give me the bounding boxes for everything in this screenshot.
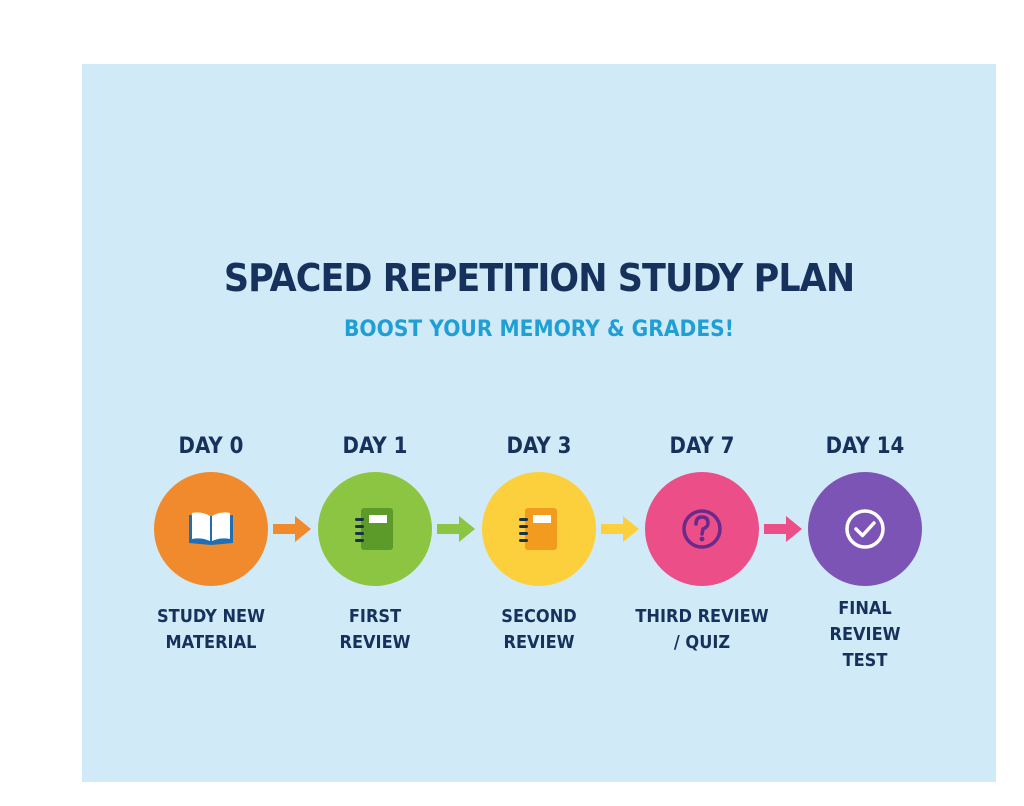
step-caption: SECOND REVIEW — [467, 604, 611, 656]
background-panel: SPACED REPETITION STUDY PLAN BOOST YOUR … — [82, 64, 996, 782]
day-label: DAY 3 — [506, 434, 572, 459]
question-mark-icon — [682, 509, 722, 549]
step-caption: FINAL REVIEW TEST — [793, 596, 937, 674]
arrow-icon — [437, 516, 475, 542]
caption-line: / QUIZ — [673, 632, 731, 653]
arrow-icon — [601, 516, 639, 542]
caption-line: TEST — [842, 650, 888, 671]
caption-line: REVIEW — [503, 632, 575, 653]
day-label: DAY 1 — [342, 434, 408, 459]
caption-line: STUDY NEW — [156, 606, 265, 627]
step-circle — [318, 472, 432, 586]
caption-line: SECOND — [501, 606, 577, 627]
arrow-icon — [764, 516, 802, 542]
step-circle — [482, 472, 596, 586]
step-circle — [808, 472, 922, 586]
step-circle — [154, 472, 268, 586]
caption-line: FIRST — [348, 606, 402, 627]
notebook-icon — [519, 508, 557, 550]
page-subtitle: BOOST YOUR MEMORY & GRADES! — [344, 317, 734, 342]
checkmark-icon — [845, 509, 885, 549]
step-caption: STUDY NEW MATERIAL — [139, 604, 283, 656]
day-label: DAY 7 — [669, 434, 735, 459]
caption-line: THIRD REVIEW — [635, 606, 769, 627]
day-label: DAY 0 — [178, 434, 244, 459]
caption-line: REVIEW — [339, 632, 411, 653]
open-book-icon — [189, 512, 233, 545]
arrow-icon — [273, 516, 311, 542]
step-caption: FIRST REVIEW — [303, 604, 447, 656]
step-caption: THIRD REVIEW / QUIZ — [630, 604, 774, 656]
caption-line: MATERIAL — [165, 632, 257, 653]
step-circle — [645, 472, 759, 586]
notebook-icon — [355, 508, 393, 550]
caption-line: FINAL — [838, 598, 892, 619]
day-label: DAY 14 — [825, 434, 905, 459]
caption-line: REVIEW — [829, 624, 901, 645]
page-title: SPACED REPETITION STUDY PLAN — [223, 256, 855, 300]
